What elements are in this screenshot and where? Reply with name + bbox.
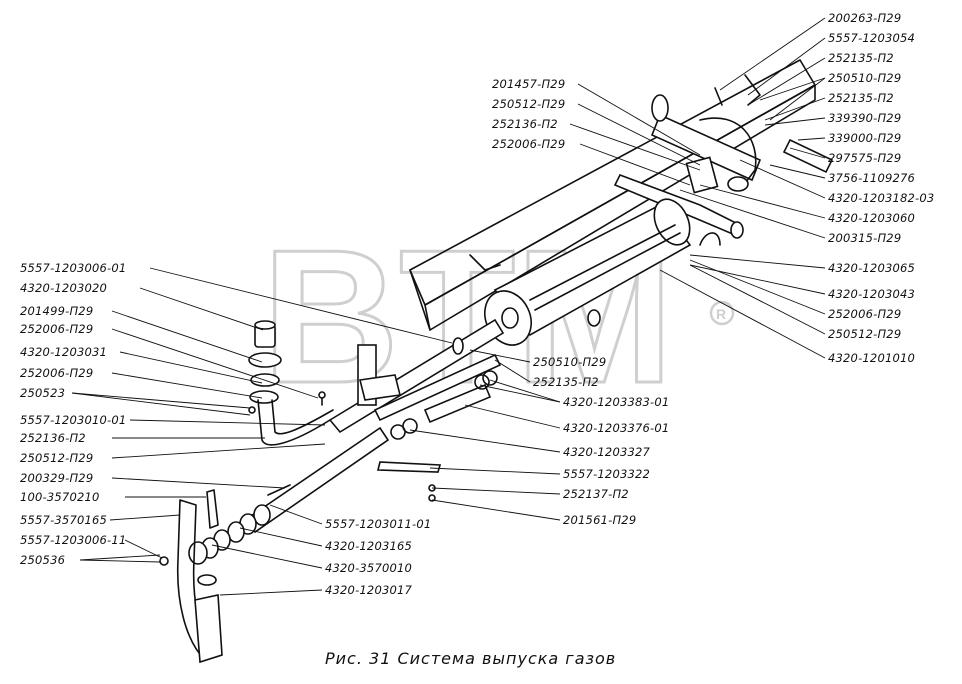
label-center-10: 4320-1203165 <box>325 539 412 553</box>
label-left-15: 250536 <box>20 553 65 567</box>
main-exhaust-pipe <box>328 318 505 434</box>
label-right-17: 4320-1201010 <box>828 351 915 365</box>
label-center-11: 4320-3570010 <box>325 561 412 575</box>
tail-pipe <box>159 489 271 664</box>
label-right-7: 339000-П29 <box>828 131 901 145</box>
leader-lines-left <box>71 267 453 563</box>
label-center-9: 5557-1203011-01 <box>325 517 431 531</box>
lower-pipe <box>243 418 442 534</box>
right-labels: 200263-П29 5557-1203054 252135-П2 250510… <box>828 11 934 365</box>
label-right-8: 297575-П29 <box>828 151 901 165</box>
label-right-3: 252135-П2 <box>828 51 894 65</box>
label-right-10: 4320-1203182-03 <box>828 191 934 205</box>
muffler <box>469 198 692 346</box>
label-upper-1: 201457-П29 <box>492 77 565 91</box>
label-left-9: 252136-П2 <box>20 431 86 445</box>
label-right-2: 5557-1203054 <box>828 31 915 45</box>
label-left-3: 201499-П29 <box>20 304 93 318</box>
label-left-4: 252006-П29 <box>20 322 93 336</box>
label-upper-3: 252136-П2 <box>492 117 558 131</box>
label-upper-4: 252006-П29 <box>492 137 565 151</box>
label-left-1: 5557-1203006-01 <box>20 261 126 275</box>
registered-mark: R <box>716 306 726 322</box>
label-left-13: 5557-3570165 <box>20 513 107 527</box>
label-right-13: 4320-1203065 <box>828 261 915 275</box>
label-right-9: 3756-1109276 <box>828 171 915 185</box>
upper-labels: 201457-П29 250512-П29 252136-П2 252006-П… <box>492 77 565 151</box>
left-labels: 5557-1203006-01 4320-1203020 201499-П29 … <box>20 261 126 567</box>
label-left-11: 200329-П29 <box>20 471 93 485</box>
label-center-3: 4320-1203383-01 <box>563 395 669 409</box>
leader-lines-right <box>659 17 826 359</box>
center-labels: 250510-П29 252135-П2 4320-1203383-01 432… <box>325 355 669 597</box>
label-left-7: 250523 <box>20 386 65 400</box>
label-left-2: 4320-1203020 <box>20 281 107 295</box>
label-right-11: 4320-1203060 <box>828 211 915 225</box>
label-right-15: 252006-П29 <box>828 307 901 321</box>
label-right-12: 200315-П29 <box>828 231 901 245</box>
figure-caption: Рис. 31 Система выпуска газов <box>325 649 616 668</box>
label-center-7: 252137-П2 <box>563 487 629 501</box>
label-center-6: 5557-1203322 <box>563 467 650 481</box>
label-left-12: 100-3570210 <box>20 490 100 504</box>
label-left-5: 4320-1203031 <box>20 345 107 359</box>
label-upper-2: 250512-П29 <box>492 97 565 111</box>
label-right-5: 252135-П2 <box>828 91 894 105</box>
label-right-6: 339390-П29 <box>828 111 901 125</box>
registered-mark-circle <box>709 300 735 326</box>
label-right-16: 250512-П29 <box>828 327 901 341</box>
label-right-4: 250510-П29 <box>828 71 901 85</box>
label-center-5: 4320-1203327 <box>563 445 651 459</box>
leader-lines-center <box>211 83 701 596</box>
label-left-14: 5557-1203006-11 <box>20 533 126 547</box>
label-left-10: 250512-П29 <box>20 451 93 465</box>
label-right-14: 4320-1203043 <box>828 287 915 301</box>
label-center-1: 250510-П29 <box>533 355 606 369</box>
label-center-8: 201561-П29 <box>563 513 636 527</box>
label-left-8: 5557-1203010-01 <box>20 413 126 427</box>
label-right-1: 200263-П29 <box>828 11 901 25</box>
label-center-2: 252135-П2 <box>533 375 599 389</box>
label-left-6: 252006-П29 <box>20 366 93 380</box>
label-center-12: 4320-1203017 <box>325 583 413 597</box>
label-center-4: 4320-1203376-01 <box>563 421 669 435</box>
